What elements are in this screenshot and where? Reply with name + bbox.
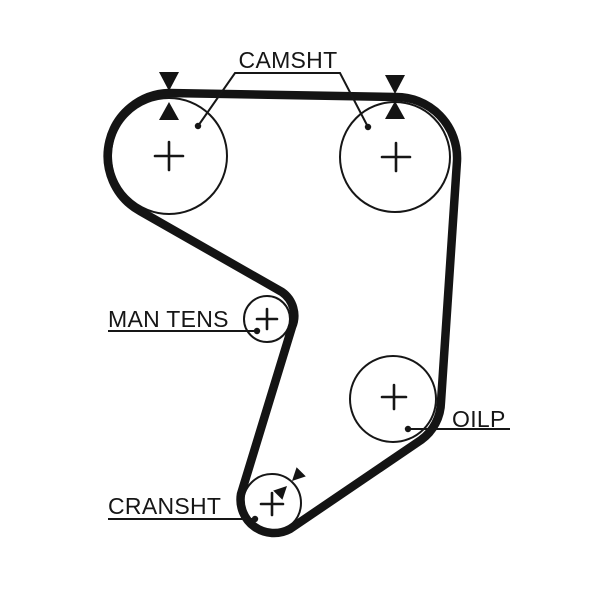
crankshaft-label: CRANSHT <box>108 493 221 519</box>
leader-dot-cam-right <box>364 123 372 131</box>
leader-dot-crankshaft <box>251 515 259 523</box>
timing-belt <box>103 88 462 538</box>
oil-pump-label: OILP <box>452 406 506 432</box>
leader-dot-cam-left <box>194 122 202 130</box>
timing-mark-icon-crank-outer <box>292 467 306 481</box>
plus-icon-oil-pump <box>380 383 408 411</box>
plus-icon-camshaft-left <box>153 140 185 172</box>
camshaft-label-leader <box>197 72 369 128</box>
camshaft-label: CAMSHT <box>239 47 338 73</box>
timing-mark-icon-cam-right-upper <box>385 75 405 94</box>
leader-dot-oil-pump <box>404 425 412 433</box>
plus-icon-crankshaft <box>259 491 285 517</box>
timing-mark-icon-cam-right-lower <box>385 101 405 119</box>
timing-mark-icon-crank-inner <box>273 486 287 500</box>
leader-dot-tensioner <box>253 327 261 335</box>
timing-mark-icon-cam-left-upper <box>159 72 179 91</box>
plus-icon-tensioner <box>255 307 279 331</box>
plus-icon-camshaft-right <box>380 141 412 173</box>
timing-mark-icon-cam-left-lower <box>159 102 179 120</box>
tensioner-label: MAN TENS <box>108 306 229 332</box>
